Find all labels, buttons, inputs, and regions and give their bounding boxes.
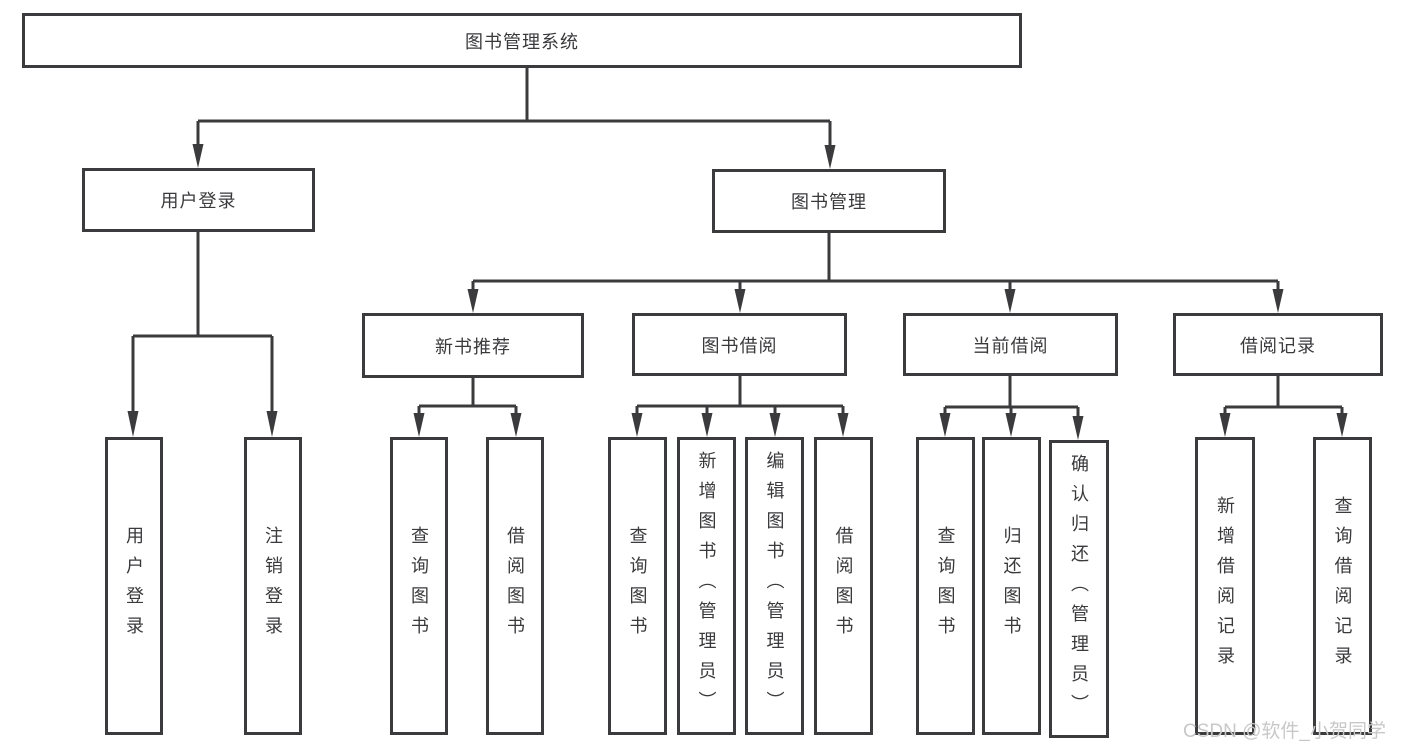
leaf-add-books-admin-label: 新增图书（管理员）	[696, 451, 717, 721]
leaf-recommend-borrow-books-label: 借阅图书	[505, 526, 525, 646]
node-root-label: 图书管理系统	[465, 31, 579, 52]
leaf-confirm-return-admin-label: 确认归还（管理员）	[1069, 454, 1089, 724]
leaf-current-query-books: 查询图书	[916, 437, 975, 735]
leaf-add-borrow-record-label: 新增借阅记录	[1215, 496, 1235, 676]
leaf-query-borrow-record: 查询借阅记录	[1313, 437, 1372, 735]
node-user-login: 用户登录	[82, 168, 315, 232]
leaf-recommend-borrow-books: 借阅图书	[486, 437, 544, 735]
node-root: 图书管理系统	[22, 13, 1022, 68]
connector-root-to-level2	[192, 68, 836, 169]
leaf-return-books: 归还图书	[982, 437, 1041, 735]
connector-bookmgmt-to-level3	[467, 233, 1284, 313]
node-user-login-label: 用户登录	[160, 191, 237, 211]
node-current-borrowing-label: 当前借阅	[972, 335, 1049, 356]
leaf-recommend-query-books-label: 查询图书	[409, 526, 429, 646]
connector-currentborrow-to-leaves	[939, 376, 1084, 440]
leaf-recommend-query-books: 查询图书	[390, 437, 448, 735]
csdn-watermark: CSDN @软件_小贺同学	[1183, 721, 1386, 742]
node-book-borrowing: 图书借阅	[632, 313, 847, 376]
connector-userlogin-to-leaves	[127, 232, 278, 437]
leaf-borrow-query-books-label: 查询图书	[627, 526, 648, 646]
connector-newbooks-to-leaves	[413, 378, 522, 437]
node-borrowing-records: 借阅记录	[1173, 313, 1383, 376]
connector-borrowrecords-to-leaves	[1219, 376, 1348, 437]
leaf-return-books-label: 归还图书	[1001, 526, 1022, 646]
node-book-borrowing-label: 图书借阅	[701, 335, 778, 356]
leaf-edit-books-admin: 编辑图书（管理员）	[745, 437, 804, 735]
leaf-add-borrow-record: 新增借阅记录	[1195, 437, 1255, 735]
leaf-borrow-query-books: 查询图书	[608, 437, 667, 735]
node-book-management-label: 图书管理	[791, 192, 867, 212]
leaf-borrow-books: 借阅图书	[814, 437, 873, 735]
leaf-add-books-admin: 新增图书（管理员）	[677, 437, 736, 735]
node-borrowing-records-label: 借阅记录	[1240, 335, 1316, 356]
leaf-confirm-return-admin: 确认归还（管理员）	[1049, 440, 1109, 738]
leaf-user-login: 用户登录	[105, 437, 163, 735]
leaf-borrow-books-label: 借阅图书	[833, 526, 854, 646]
leaf-query-borrow-record-label: 查询借阅记录	[1332, 496, 1353, 676]
node-new-book-recommend: 新书推荐	[362, 313, 584, 378]
leaf-logout-label: 注销登录	[263, 526, 283, 646]
leaf-user-login-label: 用户登录	[124, 526, 144, 646]
node-current-borrowing: 当前借阅	[903, 313, 1118, 376]
connector-bookborrow-to-leaves	[631, 376, 849, 437]
leaf-current-query-books-label: 查询图书	[935, 526, 956, 646]
node-book-management: 图书管理	[712, 169, 946, 233]
leaf-edit-books-admin-label: 编辑图书（管理员）	[764, 451, 785, 721]
leaf-logout: 注销登录	[244, 437, 302, 735]
node-new-book-recommend-label: 新书推荐	[435, 336, 511, 357]
